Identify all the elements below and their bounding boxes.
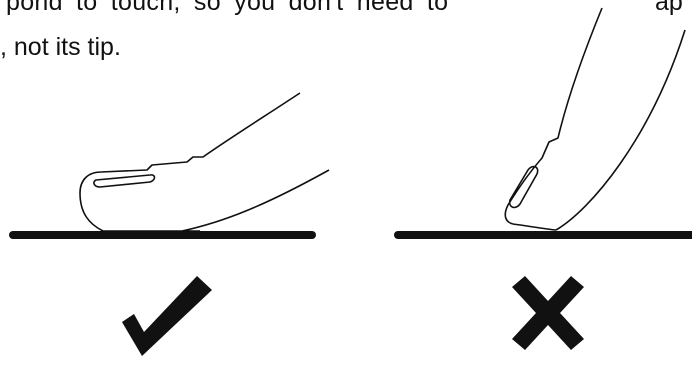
incorrect-example: [398, 8, 692, 350]
fingertip-illustration: [505, 8, 685, 230]
correct-example: [13, 93, 329, 356]
finger-pad-illustration: [80, 93, 329, 231]
check-mark-icon: [122, 276, 212, 356]
cross-mark-icon: [512, 276, 584, 350]
